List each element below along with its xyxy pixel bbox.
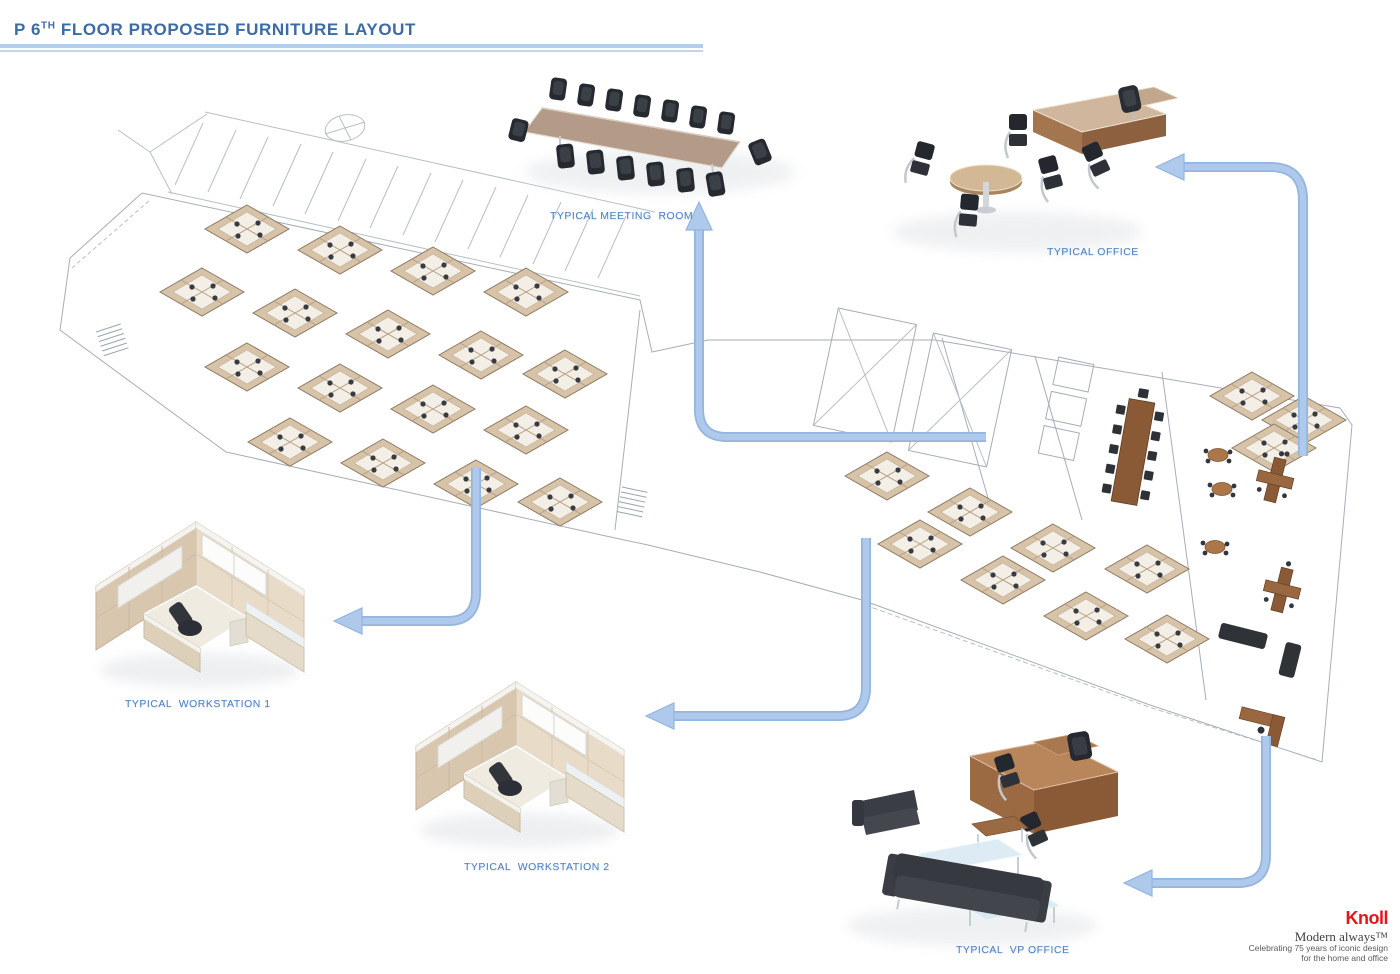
plan-cubicles-left — [159, 204, 608, 527]
workstation-2-arrow-icon — [644, 538, 871, 730]
workstation-1-arrow-icon — [332, 468, 481, 635]
office-exec-chair — [1118, 85, 1142, 120]
knoll-branding: Knoll Modern always™ Celebrating 75 year… — [1248, 907, 1389, 964]
conference-table — [522, 107, 742, 181]
vp-sofa — [882, 853, 1052, 933]
workstation-1-render — [78, 490, 323, 700]
vp-office-arrow-icon — [1122, 736, 1271, 897]
plan-vp-desk — [1238, 706, 1286, 748]
vp-office-drawing — [847, 731, 1120, 946]
office-round-table — [949, 164, 1023, 214]
plan-round-tables — [1200, 448, 1237, 556]
knoll-tagline: Modern always™ — [1294, 928, 1388, 944]
plan-lounge — [1218, 623, 1302, 748]
vp-office-render — [822, 718, 1127, 958]
meeting-room-drawing — [508, 77, 795, 197]
title-rule-thick — [0, 44, 703, 48]
site-circle-marker — [324, 114, 366, 142]
knoll-logo: Knoll — [1345, 907, 1389, 928]
label-typical-workstation-1: TYPICAL WORKSTATION 1 — [125, 698, 271, 710]
title-superscript: TH — [41, 20, 56, 32]
knoll-line2: for the home and office — [1301, 953, 1388, 964]
workstation-2-render — [398, 650, 643, 860]
callout-arrows — [332, 153, 1308, 897]
conference-chairs-top — [549, 77, 736, 135]
title-rule-thin — [0, 50, 703, 52]
core-rooms — [812, 307, 1095, 468]
label-typical-vp-office: TYPICAL VP OFFICE — [956, 944, 1070, 956]
page-title: P 6TH FLOOR PROPOSED FURNITURE LAYOUT — [14, 20, 416, 40]
conference-chairs-bottom — [508, 118, 772, 197]
vp-guest-chairs — [994, 753, 1049, 860]
label-typical-workstation-2: TYPICAL WORKSTATION 2 — [464, 861, 610, 873]
plan-private-desks — [1251, 446, 1308, 617]
label-typical-office: TYPICAL OFFICE — [1047, 246, 1139, 258]
office-render — [868, 70, 1180, 265]
office-drawing — [893, 85, 1180, 252]
title-prefix: P 6 — [14, 20, 42, 39]
stairs — [95, 323, 648, 518]
meeting-room-render — [500, 50, 810, 210]
workstation-2-drawing — [398, 650, 643, 860]
plan-meeting-table — [1101, 388, 1165, 506]
meeting-room-arrow-icon — [685, 200, 986, 442]
knoll-line1: Celebrating 75 years of iconic design — [1248, 943, 1388, 954]
plan-cubicles-right — [844, 371, 1347, 664]
office-arrow-icon — [1154, 153, 1308, 456]
office-guest-chairs — [904, 114, 1111, 238]
label-typical-meeting-room: TYPICAL MEETING ROOM — [550, 210, 694, 222]
vp-desk — [968, 733, 1120, 834]
office-desk — [1031, 86, 1180, 154]
vp-armchair — [852, 790, 920, 835]
title-rest: FLOOR PROPOSED FURNITURE LAYOUT — [55, 20, 417, 39]
vp-exec-chair — [1067, 731, 1093, 761]
workstation-1-drawing — [78, 490, 323, 700]
